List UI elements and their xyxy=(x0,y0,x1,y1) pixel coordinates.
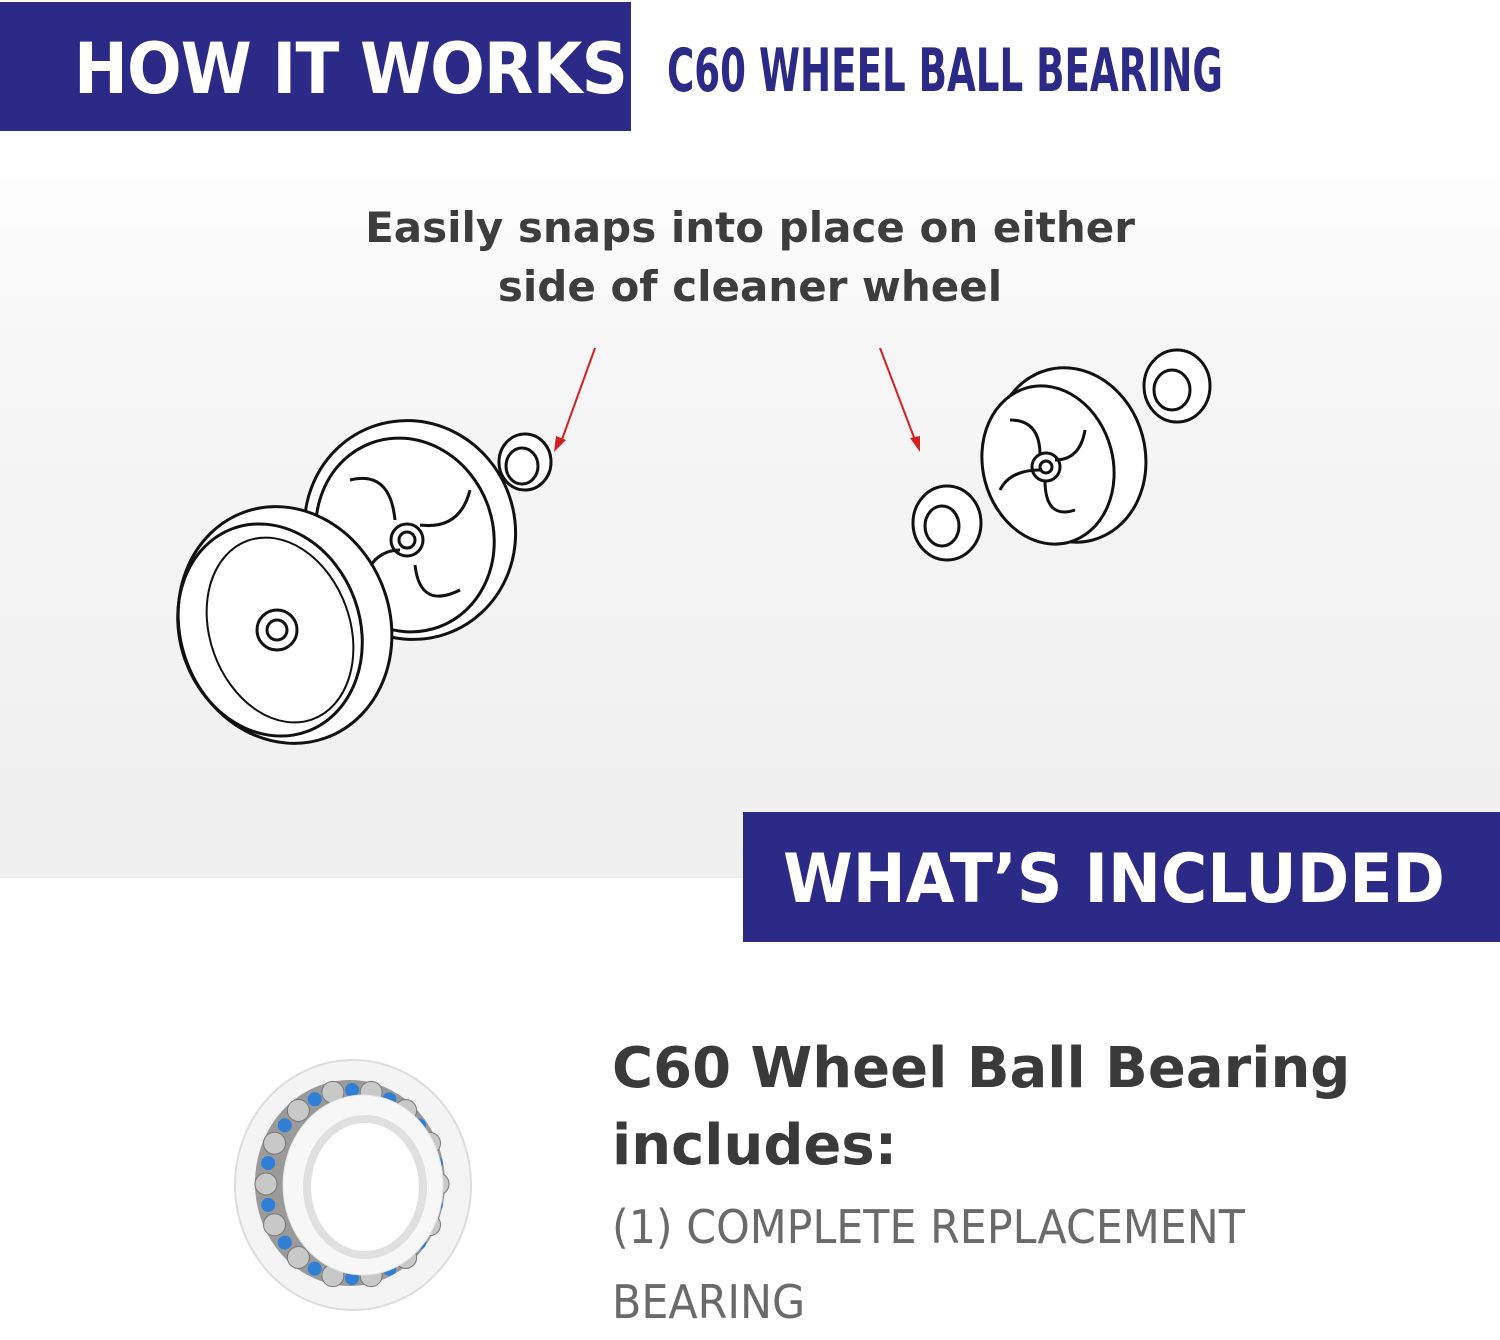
whats-included-banner: WHAT’S INCLUDED xyxy=(743,812,1500,942)
included-product-name: C60 Wheel Ball Bearing includes: xyxy=(612,1030,1350,1184)
ball-bearing-image xyxy=(234,1059,472,1311)
bearing-ball xyxy=(286,1245,310,1269)
right-wheel-diagram xyxy=(879,347,1212,562)
how-it-works-banner: HOW IT WORKS xyxy=(0,2,631,131)
caption-line-2: side of cleaner wheel xyxy=(497,262,1003,311)
instruction-caption: Easily snaps into place on either side o… xyxy=(300,198,1200,316)
caption-line-1: Easily snaps into place on either xyxy=(365,203,1135,252)
bearing-ball xyxy=(286,1099,310,1123)
bearing-ball xyxy=(254,1172,278,1196)
bearing-cage-segment xyxy=(261,1197,276,1212)
bearing-cage-segment xyxy=(307,1261,322,1276)
bearing-cage-segment xyxy=(277,1118,292,1133)
included-item-description: (1) COMPLETE REPLACEMENT BEARING xyxy=(612,1190,1245,1340)
bearing-cage-segment xyxy=(307,1092,322,1107)
item-line-2: BEARING xyxy=(612,1275,806,1329)
product-name-line-1: C60 Wheel Ball Bearing xyxy=(612,1036,1351,1101)
bearing-cage-segment xyxy=(261,1156,276,1171)
bearing-ball xyxy=(263,1131,287,1155)
left-wheel-diagram xyxy=(176,347,596,745)
bearing-cage-segment xyxy=(345,1083,359,1097)
how-it-works-title: HOW IT WORKS xyxy=(74,28,628,110)
item-line-1: (1) COMPLETE REPLACEMENT xyxy=(612,1200,1245,1254)
whats-included-title: WHAT’S INCLUDED xyxy=(783,840,1445,919)
product-title: C60 WHEEL BALL BEARING xyxy=(667,36,1223,106)
bearing-ball xyxy=(263,1213,287,1237)
product-name-line-2: includes: xyxy=(612,1113,898,1178)
bearing-cage-segment xyxy=(277,1235,292,1250)
